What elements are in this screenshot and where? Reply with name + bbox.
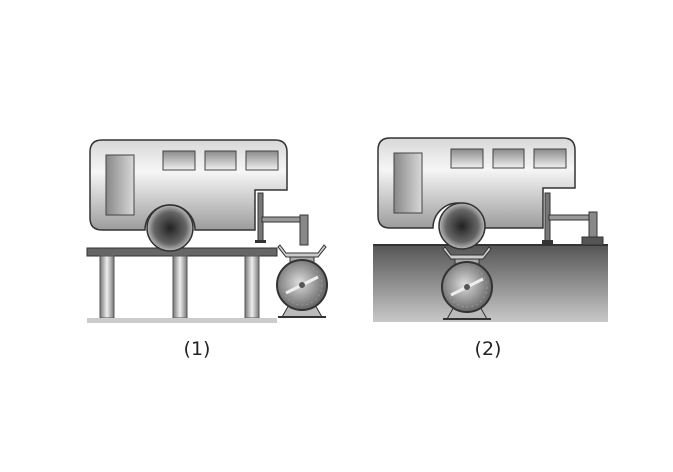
hitch-arm xyxy=(261,216,307,223)
wheel xyxy=(438,202,486,250)
panel-2-label: (2) xyxy=(474,338,502,360)
wheel xyxy=(146,204,194,252)
platform-leg xyxy=(172,255,188,319)
platform-base xyxy=(87,318,277,323)
hitch-arm xyxy=(548,214,594,221)
gauge xyxy=(275,243,329,319)
panel-1-label: (1) xyxy=(183,338,211,360)
platform-leg xyxy=(244,255,260,319)
panel-2 xyxy=(373,137,608,322)
hitch-post xyxy=(299,214,309,246)
hitch-block xyxy=(581,236,604,246)
platform-leg xyxy=(99,255,115,319)
hitch-post xyxy=(588,211,598,239)
platform-top xyxy=(86,247,278,257)
panel-1 xyxy=(86,139,329,323)
